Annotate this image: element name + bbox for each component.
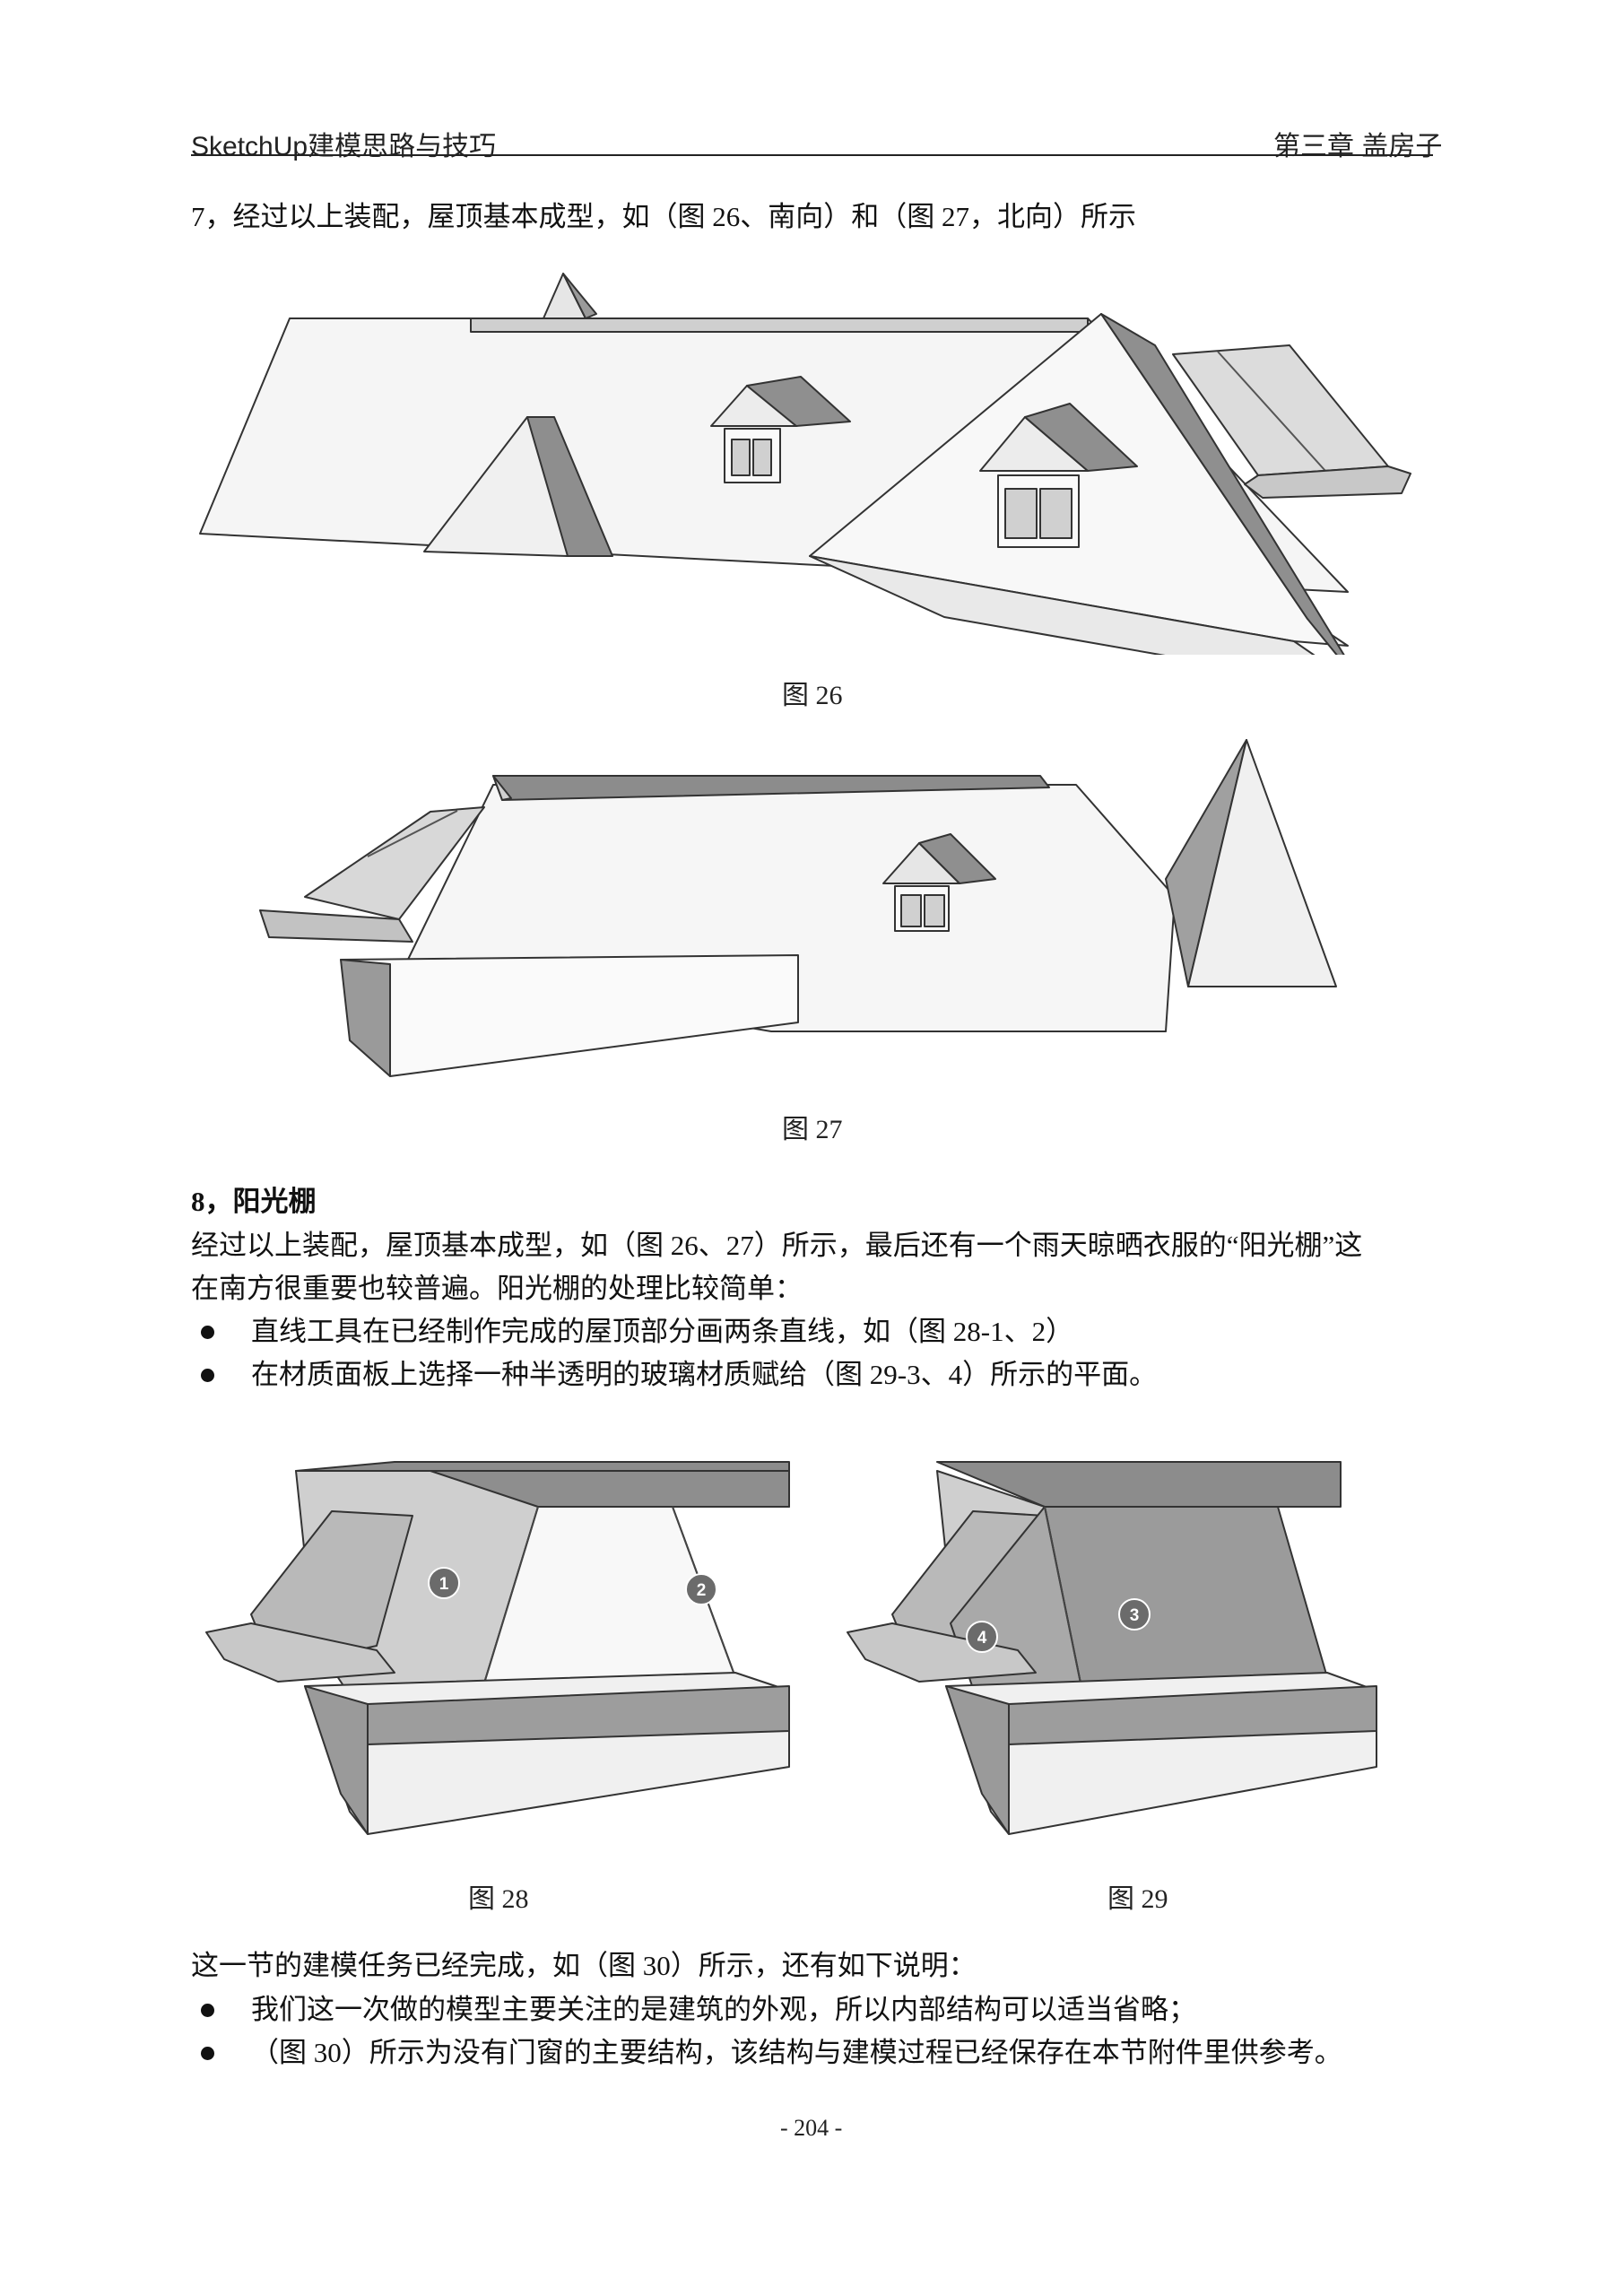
section-bullet-2: 在材质面板上选择一种半透明的玻璃材质赋给（图 29-3、4）所示的平面。 (251, 1359, 1158, 1390)
figure-26-caption: 图 26 (782, 681, 843, 710)
figure-26-roof-south (199, 273, 1411, 655)
header-left: SketchUp建模思路与技巧 (191, 132, 497, 161)
marker-1: 1 (439, 1575, 449, 1594)
figure-29-sunroom-glass: 3 4 (847, 1461, 1377, 1835)
header-rule (191, 154, 1433, 156)
figure-28-caption: 图 28 (468, 1884, 529, 1914)
page-number: - 204 - (780, 2115, 843, 2141)
marker-4: 4 (977, 1629, 987, 1648)
section-heading: 8，阳光棚 (191, 1186, 317, 1217)
figure-29-caption: 图 29 (1107, 1884, 1168, 1914)
intro-text: 7，经过以上装配，屋顶基本成型，如（图 26、南向）和（图 27，北向）所示 (191, 201, 1136, 232)
header-right: 第三章 盖房子 (1273, 132, 1443, 161)
marker-3: 3 (1130, 1606, 1140, 1625)
conclusion-bullet-1: 我们这一次做的模型主要关注的是建筑的外观，所以内部结构可以适当省略； (251, 1994, 1196, 2025)
figure-27-caption: 图 27 (782, 1115, 843, 1144)
conclusion-bullet-2: （图 30）所示为没有门窗的主要结构，该结构与建模过程已经保存在本节附件里供参考… (251, 2037, 1342, 2068)
bullet-dot (201, 2004, 214, 2017)
section-paragraph-line-2: 在南方很重要也较普遍。阳光棚的处理比较简单： (191, 1273, 803, 1304)
marker-2: 2 (697, 1581, 707, 1600)
figure-28-sunroom-lines: 1 2 (205, 1461, 790, 1835)
conclusion-text: 这一节的建模任务已经完成，如（图 30）所示，还有如下说明： (191, 1950, 977, 1981)
bullet-dot (201, 1326, 214, 1339)
bullet-dot (201, 2047, 214, 2060)
figure-27-roof-north (259, 739, 1337, 1077)
section-bullet-1: 直线工具在已经制作完成的屋顶部分画两条直线，如（图 28-1、2） (251, 1316, 1074, 1347)
section-paragraph-line-1: 经过以上装配，屋顶基本成型，如（图 26、27）所示，最后还有一个雨天晾晒衣服的… (191, 1230, 1363, 1261)
bullet-dot (201, 1369, 214, 1382)
